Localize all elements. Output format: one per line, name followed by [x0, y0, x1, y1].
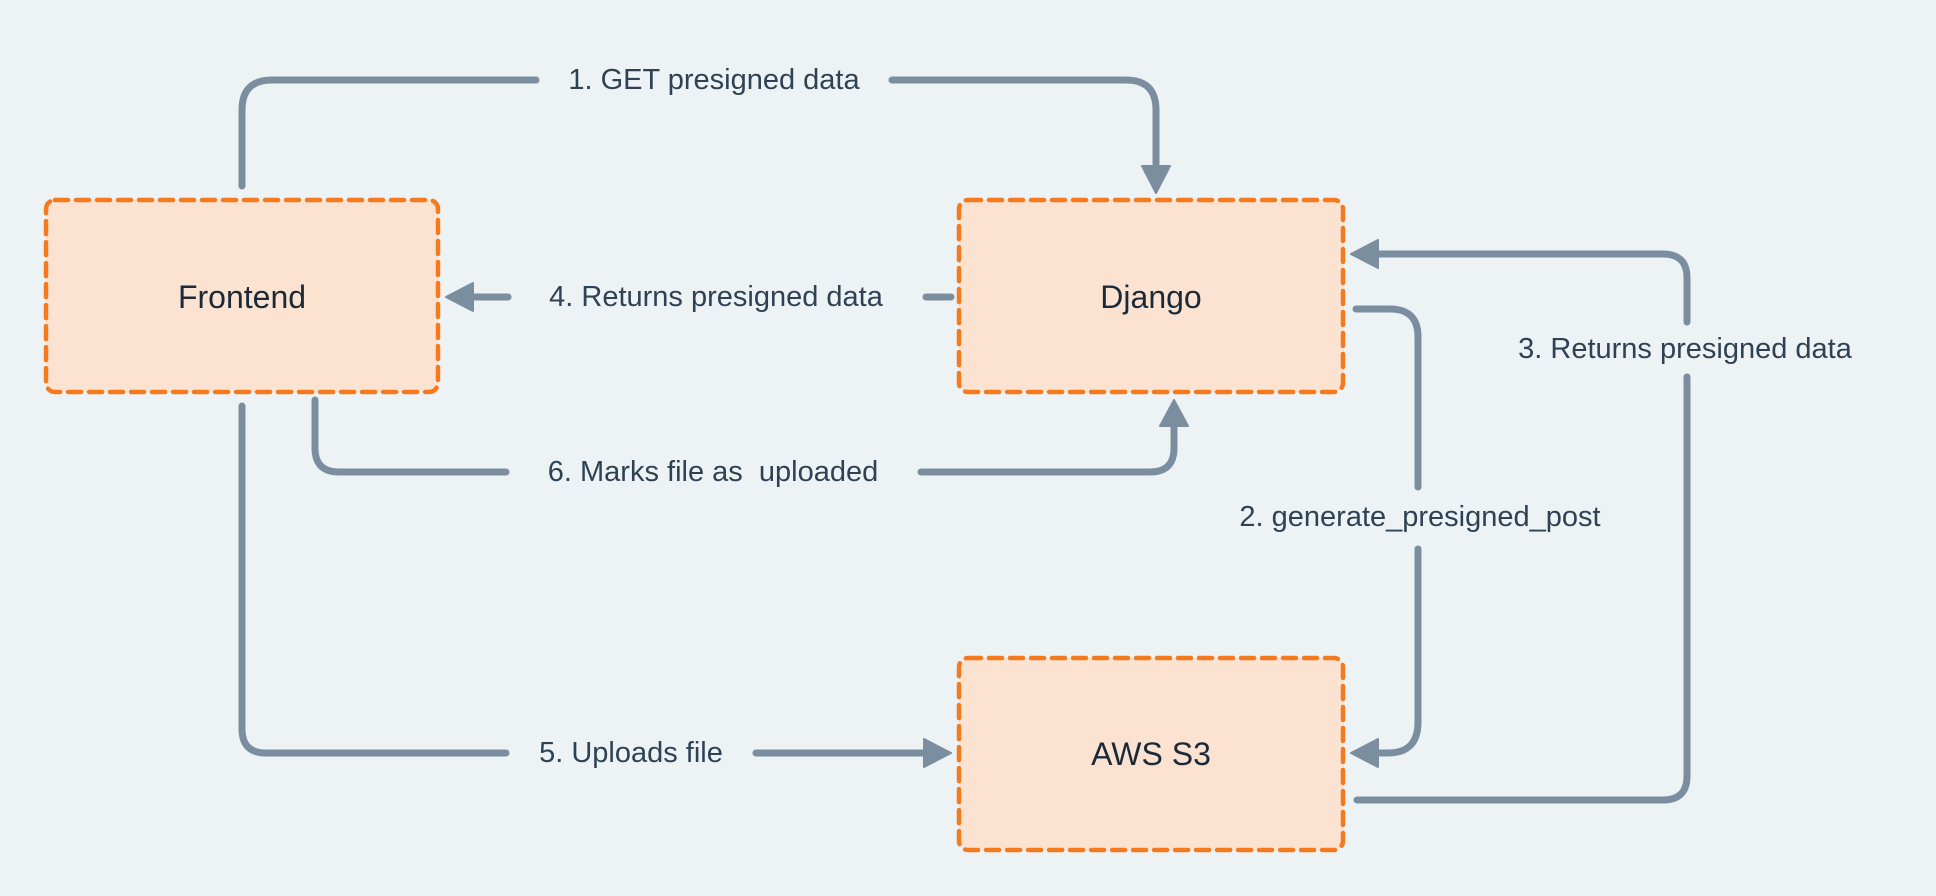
node-aws-s3: AWS S3 — [956, 655, 1346, 853]
node-aws-s3-box — [956, 655, 1346, 853]
arrowhead-up-icon — [1159, 399, 1189, 427]
edge-3-segment-bottom — [1353, 373, 1691, 804]
arrowhead-left-icon — [445, 282, 474, 312]
edge-2-segment-top — [1352, 305, 1422, 491]
node-frontend-label: Frontend — [178, 279, 306, 315]
edge-generate-presigned-post: 2. generate_presigned_post — [1239, 305, 1601, 768]
node-django-box — [956, 197, 1346, 395]
edge-marks-file-as-uploaded: 6. Marks file as uploaded — [311, 396, 1189, 488]
arrowhead-right-icon — [923, 738, 952, 768]
edge-4-label: 4. Returns presigned data — [549, 281, 884, 313]
edge-3-label: 3. Returns presigned data — [1518, 333, 1853, 365]
edge-returns-presigned-data-to-django: 3. Returns presigned data — [1350, 239, 1853, 804]
edge-2-segment-bottom — [1376, 545, 1422, 757]
node-django: Django — [956, 197, 1346, 395]
node-frontend-box — [43, 197, 441, 395]
edge-1-segment-left — [238, 76, 540, 190]
node-frontend: Frontend — [43, 197, 441, 395]
arrowhead-left-icon — [1350, 239, 1379, 269]
edge-1-label: 1. GET presigned data — [568, 64, 860, 96]
edge-5-label: 5. Uploads file — [539, 737, 723, 769]
edge-get-presigned-data: 1. GET presigned data — [238, 64, 1171, 194]
edge-2-label: 2. generate_presigned_post — [1239, 501, 1600, 533]
edge-3-segment-top — [1375, 250, 1691, 326]
edge-6-label: 6. Marks file as uploaded — [548, 456, 878, 488]
edge-1-segment-right — [888, 76, 1160, 168]
edge-5-segment-left — [238, 402, 510, 757]
edge-returns-presigned-data-to-frontend: 4. Returns presigned data — [445, 281, 955, 313]
node-aws-s3-label: AWS S3 — [1091, 736, 1211, 772]
edge-uploads-file: 5. Uploads file — [238, 402, 952, 769]
edge-6-segment-right — [917, 423, 1178, 476]
arrowhead-down-icon — [1141, 165, 1171, 194]
node-django-label: Django — [1100, 279, 1201, 315]
arrowhead-left-icon — [1350, 738, 1379, 768]
edge-6-segment-left — [311, 396, 510, 476]
